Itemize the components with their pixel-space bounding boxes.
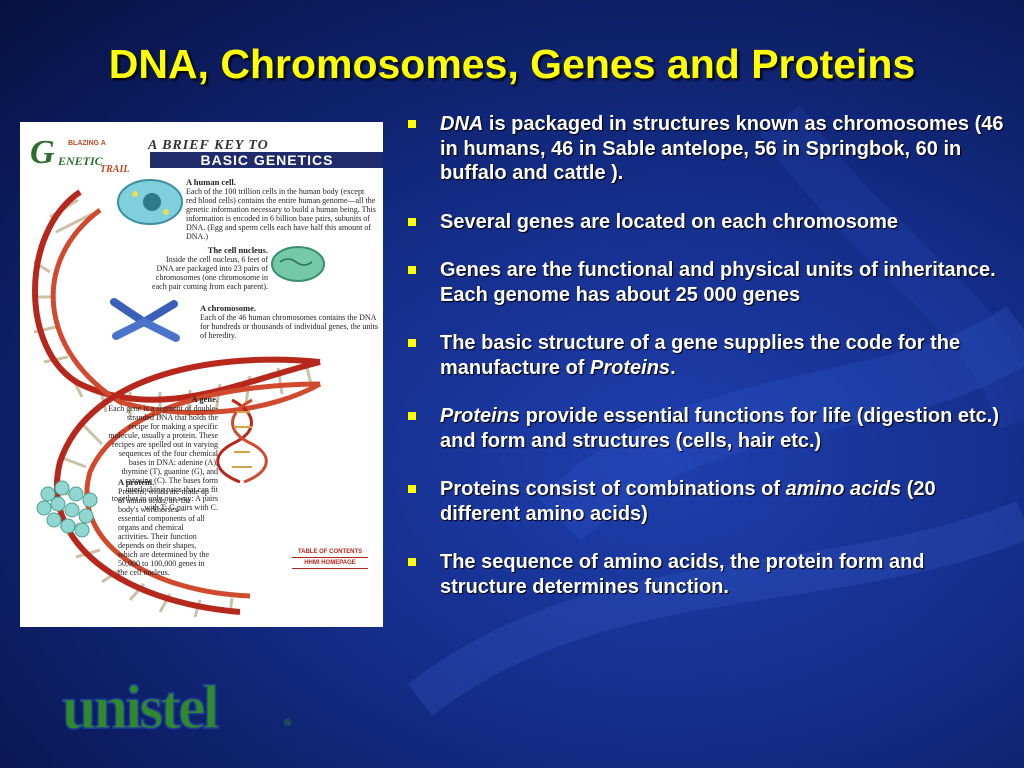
bullet-item: Genes are the functional and physical un… <box>404 258 1016 307</box>
bullet-item: The sequence of amino acids, the protein… <box>404 550 1016 599</box>
bullet-text: The basic structure of a gene supplies t… <box>440 332 961 379</box>
genetics-poster: G BLAZING A ENETIC TRAIL A BRIEF KEY TO … <box>20 122 383 627</box>
bullet-square-icon <box>408 266 416 274</box>
bullet-text: Genes are the functional and physical un… <box>440 259 996 306</box>
bullet-square-icon <box>408 412 416 420</box>
bullet-square-icon <box>408 558 416 566</box>
hhmi-homepage-link[interactable]: HHMI HOMEPAGE <box>292 558 368 569</box>
table-of-contents-link[interactable]: TABLE OF CONTENTS <box>292 547 368 558</box>
bullet-text: . <box>670 356 676 379</box>
bullet-item: The basic structure of a gene supplies t… <box>404 331 1016 380</box>
chromosome-icon <box>110 298 180 342</box>
bullet-square-icon <box>408 217 416 226</box>
protein-icon <box>36 480 98 538</box>
bullet-square-icon <box>408 120 416 128</box>
unistel-logo: unistel ® <box>61 673 292 740</box>
bullet-square-icon <box>408 339 416 347</box>
gene-helix-icon <box>216 398 268 484</box>
bullet-item: Proteins provide essential functions for… <box>404 404 1016 453</box>
poster-brief-label: A BRIEF KEY TO <box>148 138 269 153</box>
bullet-emphasis: amino acids <box>785 478 902 500</box>
dna-helix-illustration <box>32 179 325 618</box>
bullet-emphasis: Proteins <box>590 356 671 379</box>
bullet-list: DNA is packaged in structures known as c… <box>404 112 1016 623</box>
bullet-text: (20 different amino acids) <box>440 478 936 525</box>
bullet-text: provide essential functions for life (di… <box>440 405 999 452</box>
logo-text: unistel <box>62 674 219 740</box>
bullet-emphasis: DNA <box>440 113 484 135</box>
bullet-item: Proteins consist of combinations of amin… <box>404 477 1016 526</box>
bullet-emphasis: Proteins <box>440 405 521 427</box>
bullet-text: is packaged in structures known as chrom… <box>440 113 1004 184</box>
registered-mark: ® <box>284 718 292 729</box>
slide-title: DNA, Chromosomes, Genes and Proteins <box>108 41 916 87</box>
bullet-text: Several genes are located on each chromo… <box>440 210 898 233</box>
poster-section-chromosome: A chromosome. Each of the 46 human chrom… <box>200 303 378 341</box>
blazing-trail-logo: G BLAZING A ENETIC TRAIL <box>30 134 130 175</box>
poster-section-cell: A human cell. Each of the 100 trillion c… <box>186 177 376 242</box>
poster-section-protein: A protein. Proteins, which are made up o… <box>118 477 210 578</box>
bullet-text: The sequence of amino acids, the protein… <box>440 551 925 598</box>
poster-links: TABLE OF CONTENTS HHMI HOMEPAGE <box>292 547 368 569</box>
bullet-square-icon <box>408 485 416 493</box>
bullet-item: Several genes are located on each chromo… <box>404 210 1016 235</box>
bullet-item: DNA is packaged in structures known as c… <box>404 112 1016 186</box>
poster-section-nucleus: The cell nucleus. Inside the cell nucleu… <box>152 245 268 292</box>
poster-heading: BASIC GENETICS <box>150 152 383 168</box>
bullet-text: Proteins consist of combinations of <box>440 478 786 500</box>
poster-section-gene: A gene. Each gene is a segment of double… <box>108 394 218 513</box>
